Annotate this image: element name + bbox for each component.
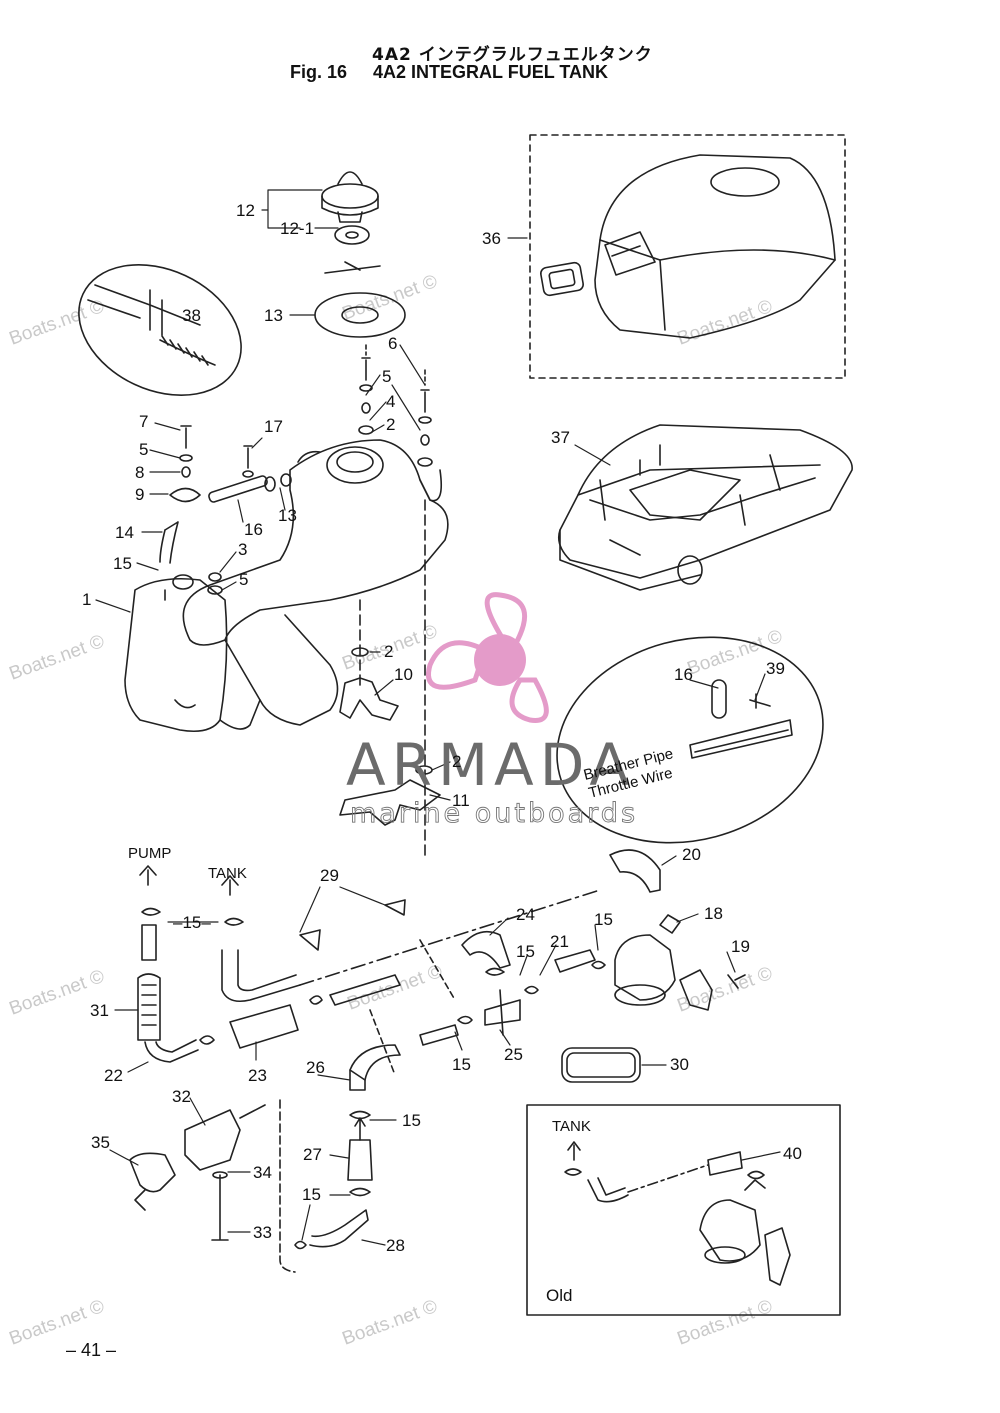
- callout: 15: [516, 942, 535, 961]
- callout: 15: [594, 910, 613, 929]
- callout: 24: [516, 905, 535, 924]
- gasket-30: [561, 1047, 641, 1083]
- callout: 13: [264, 306, 283, 325]
- callout: 12: [236, 201, 255, 220]
- callout: 15: [302, 1185, 321, 1204]
- old-inset-box: [526, 1104, 841, 1316]
- fuel-cock-18: [614, 914, 746, 1011]
- callout: 26: [306, 1058, 325, 1077]
- callout: 18: [704, 904, 723, 923]
- brand-tagline: marine outboards: [350, 798, 638, 829]
- callout: 7: [139, 412, 148, 431]
- callout: 1: [82, 590, 91, 609]
- inset-breather-throttle: [556, 636, 824, 844]
- hardware-16-17: [208, 445, 292, 503]
- figure-number: Fig. 16: [290, 62, 348, 82]
- pump-label: PUMP: [128, 845, 171, 862]
- fasteners-stack: [358, 344, 433, 467]
- callout: 6: [388, 334, 397, 353]
- left-fasteners: [159, 425, 201, 564]
- callout: 32: [172, 1087, 191, 1106]
- watermark: Boats.net ©: [340, 1296, 441, 1350]
- callout: 12-1: [280, 219, 314, 238]
- callout: 17: [264, 417, 283, 436]
- callout: 28: [386, 1236, 405, 1255]
- callout: 31: [90, 1001, 109, 1020]
- callout: 2: [386, 415, 395, 434]
- callout: 21: [550, 932, 569, 951]
- watermark: Boats.net ©: [675, 963, 776, 1017]
- callout: 13: [278, 506, 297, 525]
- callout: 4: [386, 392, 395, 411]
- callout: 15: [113, 554, 132, 573]
- callout: 23: [248, 1066, 267, 1085]
- callout: 5: [382, 367, 391, 386]
- clamps-15: [141, 907, 765, 1250]
- callout: 2: [384, 642, 393, 661]
- watermark: Boats.net ©: [7, 296, 108, 350]
- callout: 36: [482, 229, 501, 248]
- callout: 11: [452, 791, 470, 810]
- callout: 10: [394, 665, 413, 684]
- callout: 8: [135, 463, 144, 482]
- callout: 22: [104, 1066, 123, 1085]
- inset-38: [78, 264, 242, 396]
- callout: 15: [402, 1111, 421, 1130]
- watermark: Boats.net ©: [345, 961, 446, 1015]
- watermark: Boats.net ©: [675, 1296, 776, 1350]
- callout: 34: [253, 1163, 272, 1182]
- callout: 16: [244, 520, 263, 539]
- figure-title-text: 4A2 INTEGRAL FUEL TANK: [373, 62, 609, 82]
- callout: 3: [238, 540, 247, 559]
- fuel-joint-32: [129, 1099, 296, 1273]
- callout: 40: [783, 1144, 802, 1163]
- callout: 19: [731, 937, 750, 956]
- figure-title: Fig. 16 4A2 INTEGRAL FUEL TANK: [290, 62, 608, 83]
- fuel-tank-1: [124, 439, 449, 733]
- tank-label: TANK: [552, 1118, 591, 1135]
- callout: 27: [303, 1145, 322, 1164]
- callout: 30: [670, 1055, 689, 1074]
- callout: 20: [682, 845, 701, 864]
- callout: 33: [253, 1223, 272, 1242]
- page-number: – 41 –: [66, 1340, 117, 1360]
- callout: 35: [91, 1133, 110, 1152]
- callout-labels: 12 12-1 13 38 36 37 6 5 4 2 7 5 8 9 14 1…: [82, 201, 802, 1305]
- old-label: Old: [546, 1286, 572, 1305]
- title-japanese: 4A2 インテグラルフュエルタンク: [372, 45, 653, 65]
- callout: 38: [182, 306, 201, 325]
- callout: 29: [320, 866, 339, 885]
- callout: 9: [135, 485, 144, 504]
- callout: 25: [504, 1045, 523, 1064]
- watermark: Boats.net ©: [675, 296, 776, 350]
- tank-label: TANK: [208, 865, 247, 882]
- callout: 2: [452, 752, 461, 771]
- callout: 15: [452, 1055, 471, 1074]
- callout: 5: [139, 440, 148, 459]
- fuel-lines: [137, 849, 661, 1248]
- callout: –15–: [173, 913, 211, 932]
- watermark: Boats.net ©: [7, 631, 108, 685]
- brand-logo: ARMADA marine outboards: [346, 592, 638, 829]
- fuel-cap-12: [314, 171, 406, 338]
- bottom-cowl-37: [557, 424, 853, 591]
- callout: 5: [239, 570, 248, 589]
- callout: 16: [674, 665, 693, 684]
- callout: 39: [766, 659, 785, 678]
- brand-name: ARMADA: [346, 731, 635, 799]
- callout: 14: [115, 523, 134, 542]
- top-cowl-36: [529, 134, 846, 379]
- leader-lines: [95, 189, 781, 1246]
- callout: 37: [551, 428, 570, 447]
